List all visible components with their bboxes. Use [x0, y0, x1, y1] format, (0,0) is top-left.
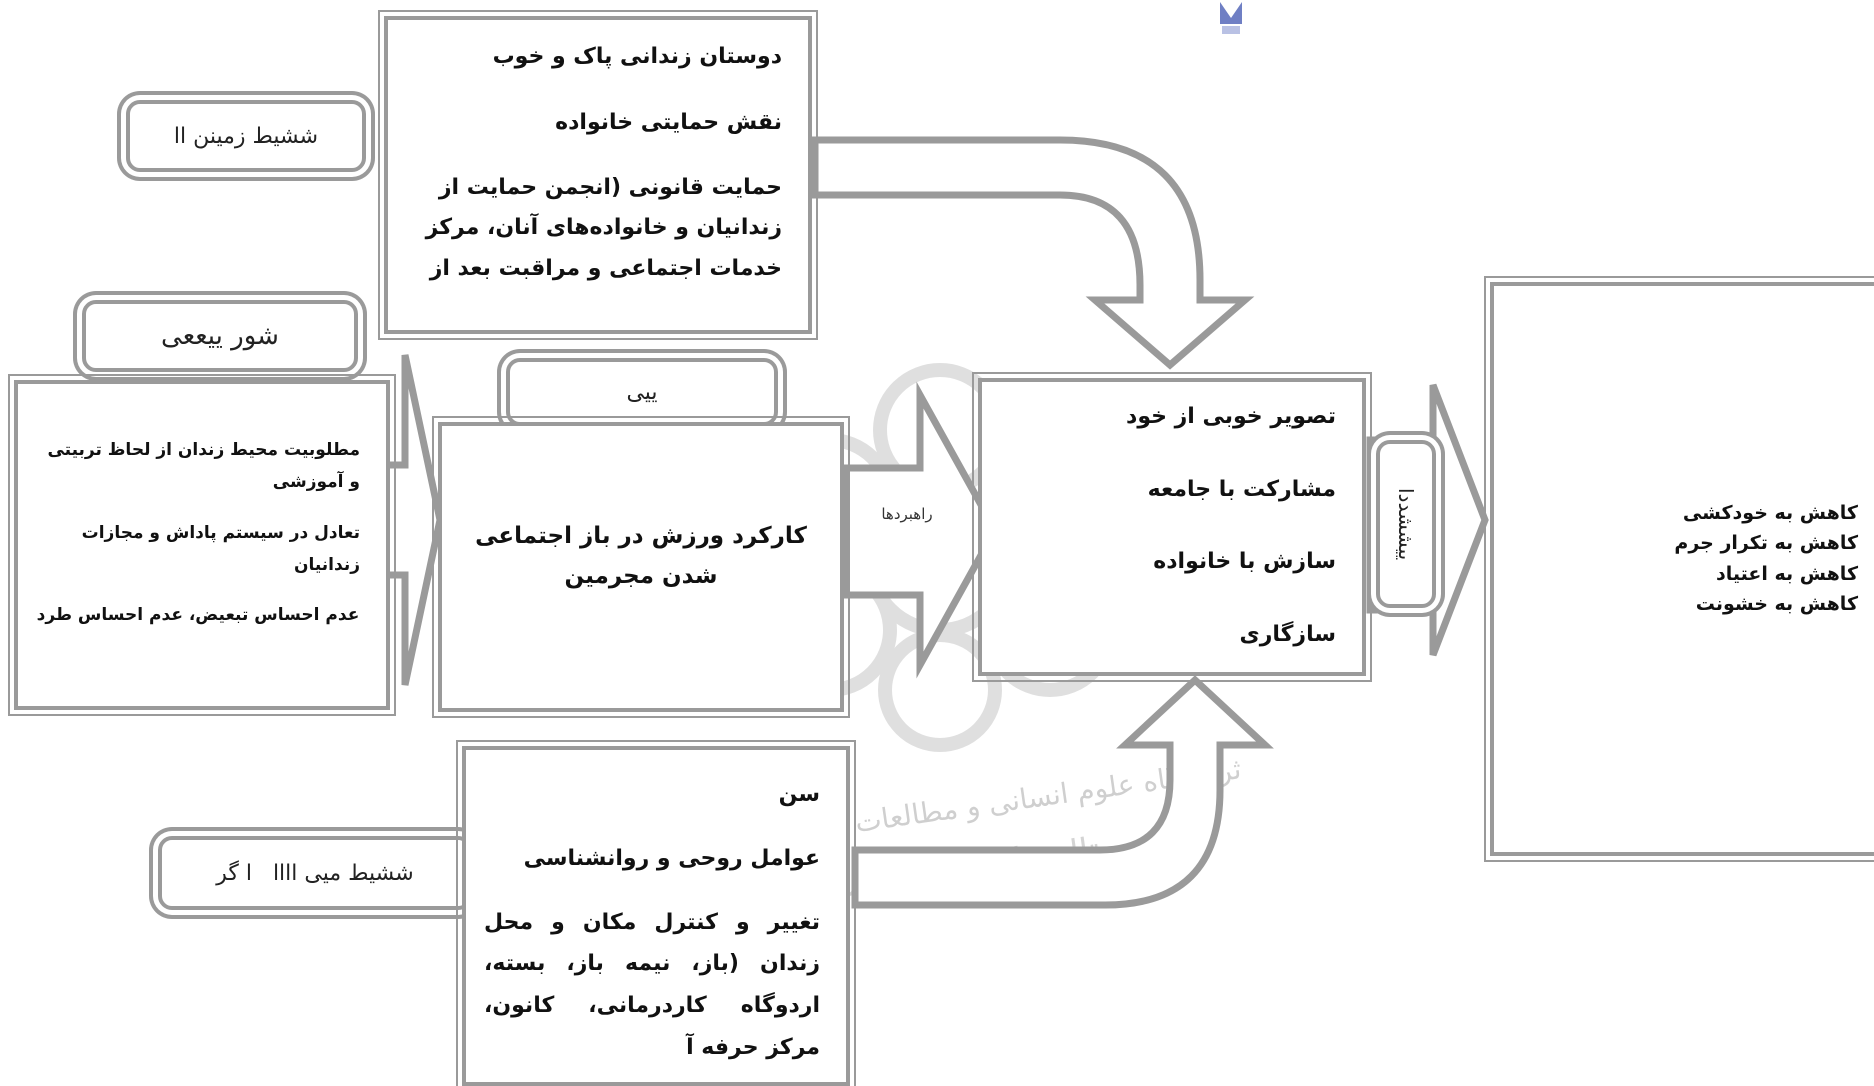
contextual-item: حمایت قانونی (انجمن حمایت از زندانیان و … — [425, 174, 782, 281]
label-text: شور ییععی — [161, 321, 279, 351]
intervening-item: عوامل روحی و روانشناسی — [523, 845, 820, 871]
label-causal-conditions: شور ییععی — [82, 300, 358, 372]
strategy-item: تصویر خوبی از خود — [1126, 404, 1336, 429]
label-text: ییی — [626, 379, 658, 405]
label-contextual-conditions: ششیط زمینن اا — [126, 100, 366, 172]
intervening-conditions-box: سن عوامل روحی و روانشناسی تغییر و کنترل … — [456, 740, 856, 1086]
consequence-item: کاهش به خودکشی — [1682, 502, 1858, 524]
strategy-item: سازش با خانواده — [1153, 549, 1336, 574]
label-text: ییششددا — [1394, 487, 1418, 561]
label-core-phenomenon: ییی — [506, 358, 778, 426]
consequences-box: کاهش به خودکشی کاهش به تکرار جرم کاهش به… — [1484, 276, 1874, 862]
contextual-item: نقش حمایتی خانواده — [555, 109, 782, 135]
causal-conditions-box: مطلوبیت محیط زندان از لحاظ تربیتی و آموز… — [8, 374, 396, 716]
contextual-conditions-box: دوستان زندانی پاک و خوب نقش حمایتی خانوا… — [378, 10, 818, 340]
consequence-item: کاهش به تکرار جرم — [1674, 532, 1858, 555]
intervening-item: سن — [778, 782, 820, 807]
intervening-item: تغییر و کنترل مکان و محل زندان (باز، نیم… — [484, 909, 820, 1060]
label-strategies: راهبردها — [872, 505, 942, 523]
label-text: ششیط زمینن اا — [173, 123, 319, 149]
consequence-item: کاهش به خشونت — [1695, 593, 1858, 616]
strategies-box: تصویر خوبی از خود مشارکت با جامعه سازش ب… — [972, 372, 1372, 682]
strategy-item: مشارکت با جامعه — [1147, 476, 1336, 502]
label-consequences: ییششددا — [1376, 440, 1436, 608]
strategy-item: سازگاری — [1239, 621, 1336, 647]
university-logo — [1218, 0, 1244, 36]
consequence-item: کاهش به اعتیاد — [1716, 562, 1858, 585]
label-intervening-conditions: ششیط میی اااا ا گر — [158, 836, 472, 910]
causal-item: تعادل در سیستم پاداش و مجازات زندانیان — [81, 522, 360, 575]
label-text: راهبردها — [881, 505, 933, 523]
contextual-item: دوستان زندانی پاک و خوب — [492, 44, 782, 69]
causal-item: مطلوبیت محیط زندان از لحاظ تربیتی و آموز… — [47, 440, 360, 493]
label-text: ششیط میی اااا ا گر — [216, 860, 414, 886]
core-phenomenon-text: کارکرد ورزش در باز اجتماعی شدن مجرمین — [475, 523, 807, 590]
core-phenomenon-box: کارکرد ورزش در باز اجتماعی شدن مجرمین — [432, 416, 850, 718]
causal-item: عدم احساس تبعیض، عدم احساس طرد — [36, 605, 360, 626]
